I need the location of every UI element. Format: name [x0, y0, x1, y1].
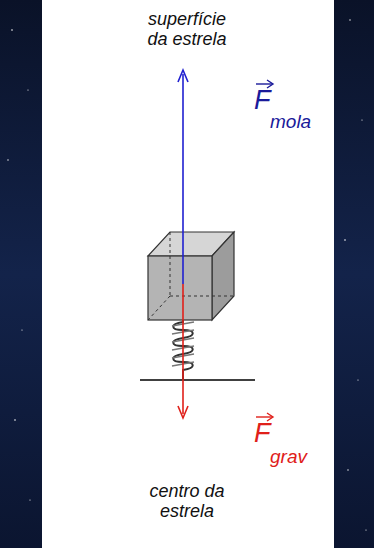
spring-force-arrow: [182, 74, 184, 284]
region-label: superfície da estrela: [142, 10, 232, 50]
arrowhead: [178, 406, 188, 418]
force-subscript: grav: [270, 447, 307, 468]
arrowhead: [178, 70, 188, 82]
force-symbol: F: [254, 86, 271, 116]
white-panel: [42, 0, 334, 548]
ground-line: [140, 379, 255, 381]
force-symbol: F: [254, 419, 271, 449]
region-label: centro da estrela: [142, 482, 232, 522]
gravity-force-arrow: [182, 284, 184, 414]
force-subscript: mola: [270, 112, 311, 133]
cube: [148, 232, 234, 320]
